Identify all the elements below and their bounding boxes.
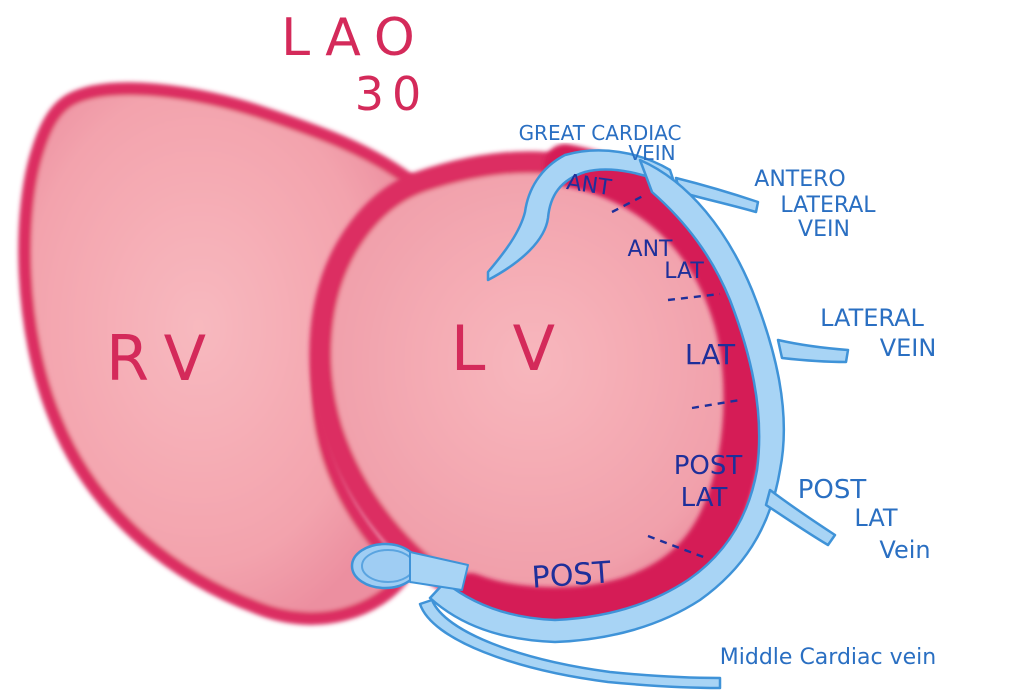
segment-label-post: POST (531, 555, 613, 595)
segment-dividers (611, 194, 741, 560)
anterolateral-vein-label-1: ANTERO (754, 167, 845, 192)
view-label-angle: 30 (355, 67, 430, 121)
anterolateral-vein (674, 176, 760, 214)
segment-label-lat: LAT (685, 338, 736, 371)
view-label: LAO 30 (281, 8, 430, 121)
posterolateral-vein-label-1: POST (798, 475, 867, 505)
posterolateral-vein-label-3: Vein (879, 536, 930, 564)
segment-label-postlat-1: POST (674, 451, 743, 481)
chamber-labels: RV LV (106, 312, 589, 395)
lateral-vein-label-1: LATERAL (820, 304, 924, 332)
lv-label: LV (451, 312, 589, 385)
great-cardiac-vein-label-2: VEIN (628, 141, 675, 165)
divider-ant-antlat (611, 194, 644, 214)
segment-labels: ANT ANT LAT LAT POST LAT POST (531, 170, 743, 596)
anterolateral-vein-label-3: VEIN (798, 217, 850, 242)
great-cardiac-vein-label-1: GREAT CARDIAC (519, 121, 682, 145)
segment-label-postlat-2: LAT (681, 483, 728, 513)
left-ventricle (309, 144, 766, 630)
middle-cardiac-vein (418, 598, 722, 690)
divider-lat-postlat (691, 398, 741, 410)
divider-postlat-post (647, 534, 707, 560)
middle-cardiac-vein-label: Middle Cardiac vein (720, 645, 936, 670)
posterolateral-vein-label-2: LAT (854, 504, 897, 532)
rv-label: RV (106, 322, 224, 395)
view-label-lao: LAO (281, 8, 429, 68)
anterolateral-vein-label-2: LATERAL (780, 193, 876, 218)
vein-labels: GREAT CARDIAC VEIN ANTERO LATERAL VEIN L… (519, 121, 937, 670)
lateral-vein-label-2: VEIN (880, 334, 937, 362)
posterolateral-vein-branch (764, 488, 837, 547)
segment-label-antlat-1: ANT (628, 237, 674, 262)
coronary-veins (350, 149, 850, 690)
coronary-sinus-body (409, 551, 469, 591)
lateral-vein-branch (776, 338, 850, 364)
divider-antlat-lat (667, 292, 721, 302)
segment-label-antlat-2: LAT (664, 259, 704, 284)
